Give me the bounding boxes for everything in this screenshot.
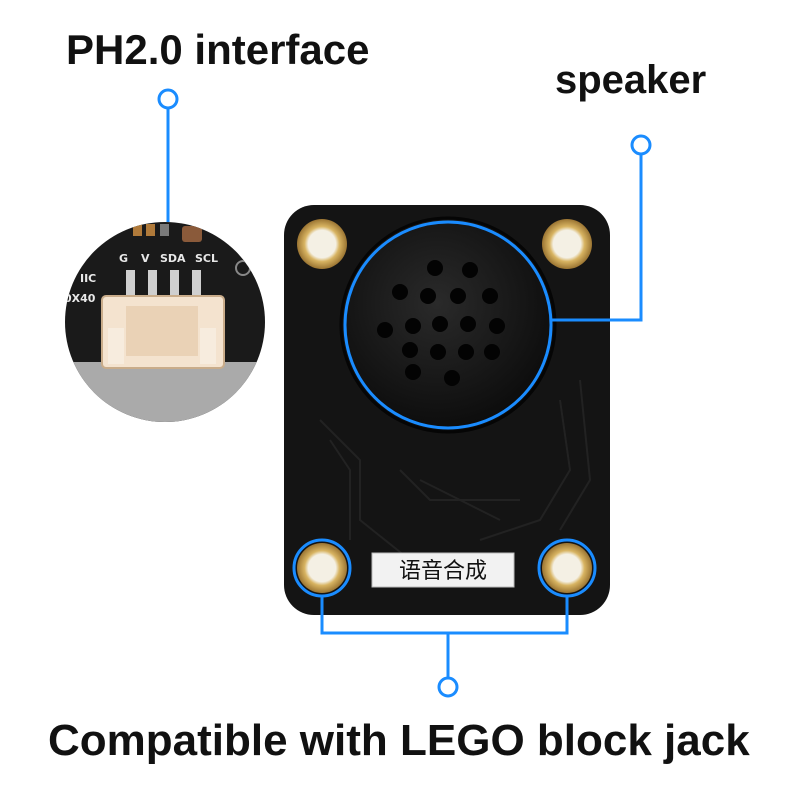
speaker-callout-dot [630, 134, 652, 156]
speaker-highlight-ring [343, 220, 553, 430]
speaker-callout-label: speaker [555, 58, 707, 102]
chinese-label-text: 语音合成 [399, 559, 487, 584]
callout-lines [157, 88, 652, 698]
pin-label-sda: SDA [160, 252, 186, 265]
chinese-label-plate: 语音合成 [371, 552, 515, 588]
speaker-grille-holes [377, 260, 505, 386]
lego-callout-dot [437, 676, 459, 698]
pcb-traces [319, 379, 592, 561]
mounting-hole-top-left [297, 219, 347, 269]
mounting-hole-bottom-right [542, 543, 592, 593]
mounting-hole-top-right [542, 219, 592, 269]
interface-callout-dot [157, 88, 179, 110]
speaker-callout-line [551, 155, 643, 322]
pin-label-scl: SCL [195, 252, 218, 265]
pin-label-g: G [119, 252, 128, 265]
lego-callout-label: Compatible with LEGO block jack [48, 716, 750, 765]
speaker-component [339, 216, 557, 434]
side-text-bottom: 0X40 [64, 292, 96, 305]
connector-zoom-inset: G V SDA SCL IIC 0X40 [64, 222, 265, 422]
pin-label-v: V [141, 252, 150, 265]
lego-bracket-line [320, 596, 569, 635]
mounting-hole-bottom-left [297, 543, 347, 593]
side-text-top: IIC [80, 272, 96, 285]
interface-callout-label: PH2.0 interface [66, 26, 370, 73]
